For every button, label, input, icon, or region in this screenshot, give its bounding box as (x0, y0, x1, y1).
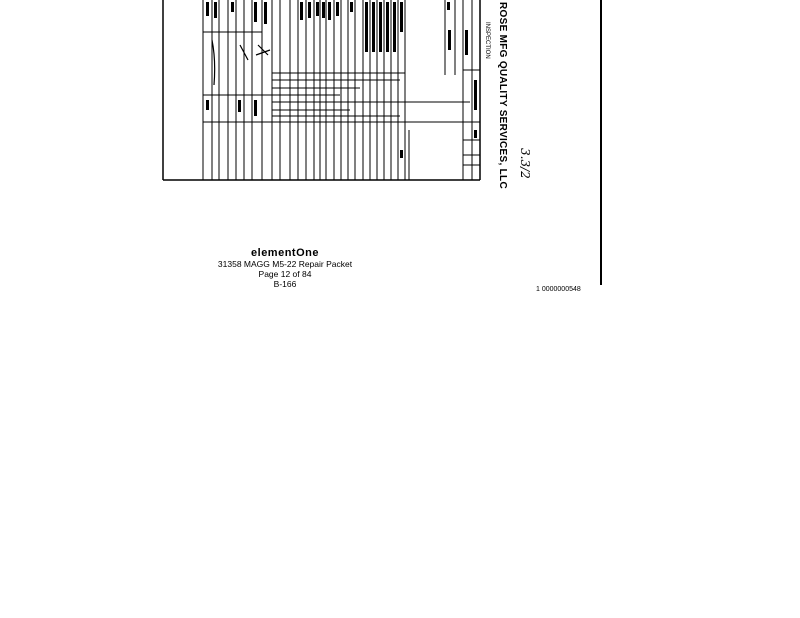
handwritten-mark: 3.3/2 (518, 148, 532, 179)
document-id: B-166 (273, 279, 297, 289)
page-footer: elementOne 31358 MAGG M5-22 Repair Packe… (195, 247, 375, 289)
bates-number: 1 0000000548 (536, 286, 581, 293)
company-name: ROSE MFG QUALITY SERVICES, LLC (497, 2, 508, 189)
packet-title: 31358 MAGG M5-22 Repair Packet (217, 259, 353, 269)
brand-name: elementOne (251, 247, 319, 259)
form-subtitle: INSPECTION (484, 22, 490, 59)
page-number: Page 12 of 84 (258, 269, 312, 279)
